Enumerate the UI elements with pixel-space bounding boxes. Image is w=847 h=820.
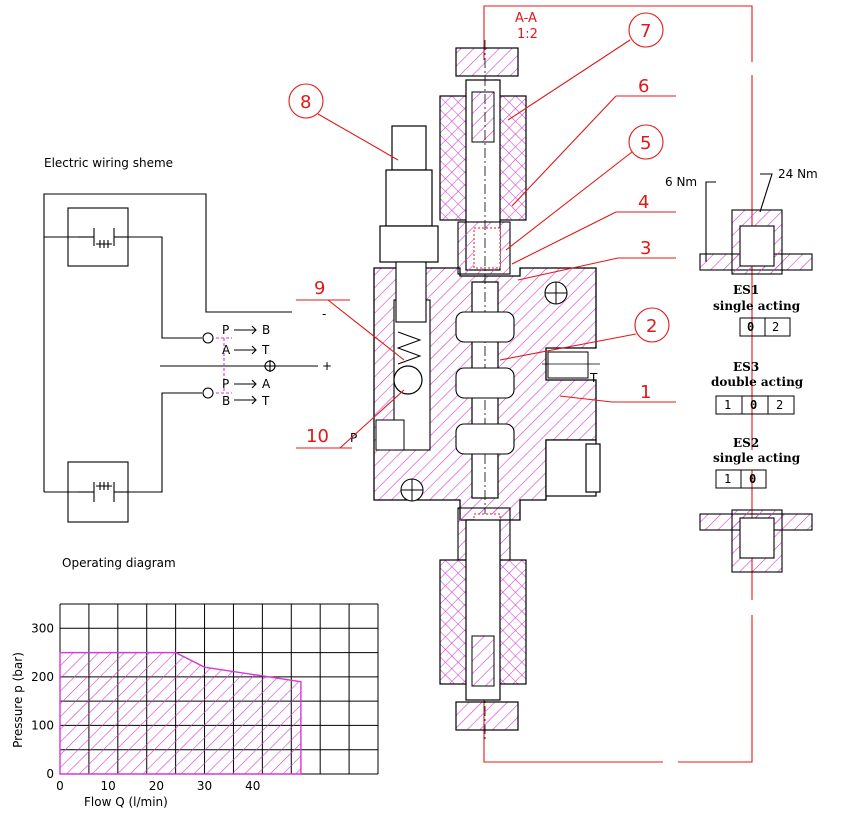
callout-10: 10 xyxy=(306,426,329,447)
valve-assembly xyxy=(373,40,601,740)
callout-labels: 7 6 5 4 3 2 1 8 9 10 xyxy=(300,21,657,447)
y-tick-label: 200 xyxy=(31,670,54,684)
cap-detail-bottom xyxy=(699,509,813,573)
chart-ylabel: Pressure p (bar) xyxy=(11,652,25,748)
torque-left: 6 Nm xyxy=(665,175,697,189)
x-tick-label: 20 xyxy=(149,779,164,793)
cap-detail-top xyxy=(699,173,813,275)
wire-4-to: T xyxy=(261,394,270,408)
port-t-passage xyxy=(547,351,589,379)
port-t-label: T xyxy=(589,371,598,385)
torque-right: 24 Nm xyxy=(778,167,818,181)
x-tick-label: 30 xyxy=(197,779,212,793)
operating-area-series-0 xyxy=(59,651,302,775)
top-armature xyxy=(471,91,495,143)
check-ball xyxy=(393,365,423,395)
variant-es3: ES3 double acting 1 0 2 xyxy=(711,360,804,415)
x-tick-label: 10 xyxy=(101,779,116,793)
relief-lock-nut xyxy=(385,169,433,227)
relief-spring xyxy=(396,331,422,365)
es2-cell-0: 0 xyxy=(749,472,756,486)
wire-2-to: T xyxy=(261,343,270,357)
es1-code: ES1 xyxy=(733,283,759,297)
es3-cell-2: 2 xyxy=(776,398,783,412)
wiring-labels: P B A T P A B T + - xyxy=(222,307,332,408)
x-tick-label: 40 xyxy=(245,779,260,793)
wire-1-from: P xyxy=(222,323,229,337)
callout-6: 6 xyxy=(638,76,649,97)
chart-title: Operating diagram xyxy=(62,556,176,570)
es3-code: ES3 xyxy=(733,360,759,374)
wire-1-to: B xyxy=(262,323,270,337)
callout-5: 5 xyxy=(640,133,651,154)
relief-hex xyxy=(379,225,439,263)
variant-es1: ES1 single acting 0 2 xyxy=(713,283,801,337)
bottom-nut xyxy=(455,701,519,731)
callout-8: 8 xyxy=(300,92,311,113)
wire-3-from: P xyxy=(222,377,229,391)
y-tick-label: 0 xyxy=(46,767,54,781)
wire-plus: + xyxy=(322,359,332,373)
wire-2-from: A xyxy=(222,343,231,357)
port-p-label: P xyxy=(350,431,357,445)
y-tick-label: 100 xyxy=(31,718,54,732)
section-scale: 1:2 xyxy=(517,27,538,42)
top-spring xyxy=(473,227,501,269)
variant-es2: ES2 single acting 1 0 xyxy=(713,436,801,489)
es1-desc: single acting xyxy=(713,299,801,313)
es1-cell-0: 0 xyxy=(747,320,754,334)
es2-cell-1: 1 xyxy=(724,472,731,486)
top-nut xyxy=(455,47,519,77)
wiring-title: Electric wiring sheme xyxy=(44,156,173,170)
x-tick-label: 0 xyxy=(56,779,64,793)
wiring-diagram xyxy=(43,193,318,523)
es3-cell-1: 1 xyxy=(724,398,731,412)
operating-chart: 0 10 20 30 40 0 100 200 300 xyxy=(31,603,379,793)
es2-desc: single acting xyxy=(713,451,801,465)
callout-4: 4 xyxy=(638,192,649,213)
wire-3-to: A xyxy=(262,377,271,391)
callouts xyxy=(288,12,676,449)
wire-4-from: B xyxy=(222,394,230,408)
callout-7: 7 xyxy=(640,21,651,42)
callout-3: 3 xyxy=(640,238,651,259)
section-name: A-A xyxy=(515,11,537,26)
es1-cell-2: 2 xyxy=(772,320,779,334)
callout-2: 2 xyxy=(646,316,657,337)
y-tick-label: 300 xyxy=(31,621,54,635)
port-p-passage xyxy=(375,419,405,451)
chart-xlabel: Flow Q (l/min) xyxy=(84,795,168,809)
es3-cell-0: 0 xyxy=(750,398,757,412)
spool-chambers xyxy=(455,311,515,455)
section-frame xyxy=(483,5,753,763)
wire-minus: - xyxy=(322,307,326,321)
relief-adjuster xyxy=(391,125,427,171)
es3-desc: double acting xyxy=(711,375,804,389)
callout-9: 9 xyxy=(314,278,325,299)
es2-code: ES2 xyxy=(733,436,759,450)
callout-1: 1 xyxy=(640,382,651,403)
